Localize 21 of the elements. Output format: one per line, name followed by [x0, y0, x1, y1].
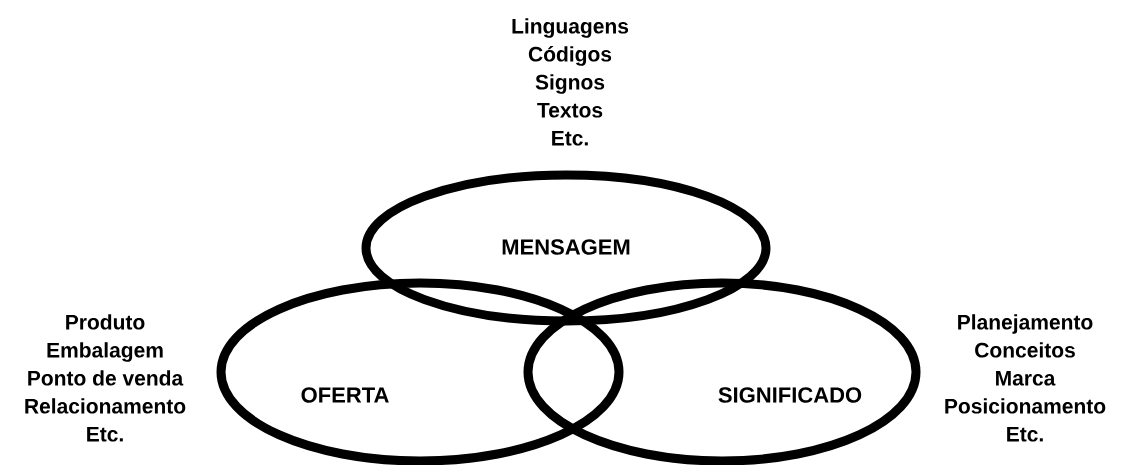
node-label: Conceitos	[975, 342, 1075, 358]
item-list: Planejamento Conceitos Marca Posicionamento Etc.	[945, 314, 1106, 442]
node-label: Embalagem	[47, 342, 163, 362]
item-list: Linguagens Códigos Signos Textos Etc.	[512, 18, 629, 146]
node-label: Produto	[66, 314, 145, 330]
node-label: Etc.	[552, 130, 588, 146]
node-label: Etc.	[87, 426, 123, 442]
node-label: Relacionamento	[25, 398, 186, 414]
node-label: Marca	[996, 370, 1056, 386]
node-label: Planejamento	[958, 314, 1093, 334]
set-label: SIGNIFICADO	[718, 387, 862, 403]
node-label: Códigos	[528, 46, 612, 66]
set-label: MENSAGEM	[502, 239, 630, 255]
node-label: Linguagens	[512, 18, 629, 38]
node-label: Posicionamento	[945, 398, 1106, 414]
node-label: Ponto de venda	[28, 370, 184, 386]
node-label: Signos	[535, 74, 605, 94]
set-label: OFERTA	[301, 387, 389, 403]
node-label: Textos	[537, 102, 603, 118]
node-label: Etc.	[1007, 426, 1043, 442]
item-list: Produto Embalagem Ponto de venda Relacionamento Etc.	[25, 314, 186, 442]
